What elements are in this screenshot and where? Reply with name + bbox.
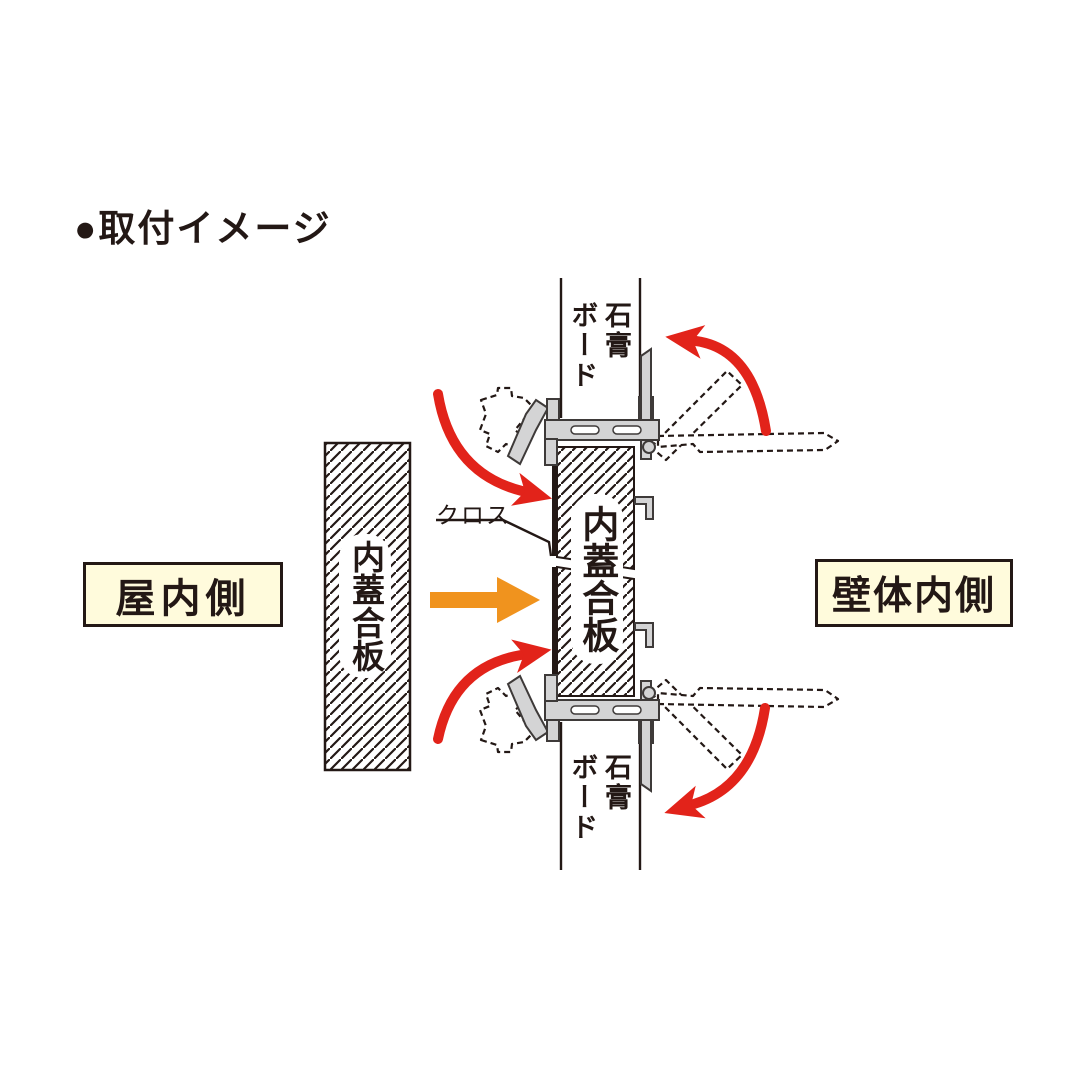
rotation-arrow-top-right bbox=[665, 325, 771, 436]
wall-cavity-side-label-box: 壁体内側 bbox=[815, 559, 1013, 627]
rotation-arrow-bottom-left bbox=[433, 639, 552, 744]
indoor-side-label: 屋内側 bbox=[115, 576, 251, 621]
clip-bracket-lower bbox=[634, 622, 654, 648]
clip-bracket-upper bbox=[634, 496, 654, 520]
gypsum-board-label-bottom: 石膏 ボード bbox=[567, 753, 631, 843]
rotation-arrow-top-left bbox=[433, 389, 553, 506]
page-title: ●取付イメージ bbox=[74, 208, 332, 249]
installed-panel-label: 内蓋合板 bbox=[576, 505, 618, 653]
wall-cavity-side-label: 壁体内側 bbox=[831, 575, 996, 618]
free-panel-label: 内蓋合板 bbox=[347, 540, 385, 672]
gypsum-board-label-top: 石膏 ボード bbox=[567, 301, 631, 391]
top-frame-extrusion bbox=[478, 347, 840, 467]
installed-panel-label-capsule: 内蓋合板 bbox=[571, 494, 623, 664]
bottom-frame-extrusion bbox=[478, 673, 840, 793]
indoor-side-label-box: 屋内側 bbox=[83, 562, 283, 627]
cloth-leader-line bbox=[436, 518, 553, 557]
free-panel-label-capsule: 内蓋合板 bbox=[339, 534, 391, 678]
cloth-label: クロス bbox=[436, 502, 511, 528]
insert-direction-arrow bbox=[430, 577, 540, 623]
rotation-arrow-bottom-right bbox=[664, 703, 770, 819]
